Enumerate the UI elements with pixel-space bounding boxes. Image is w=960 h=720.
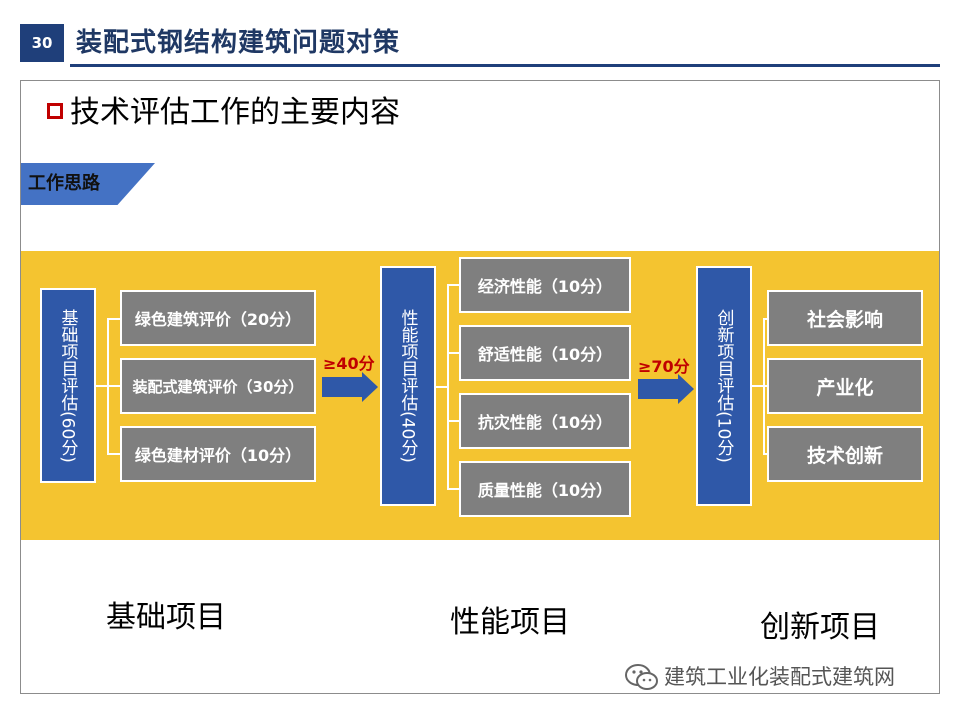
connector-line: [447, 352, 459, 354]
basic-item-green-building: 绿色建筑评价（20分）: [120, 290, 316, 346]
page-title: 装配式钢结构建筑问题对策: [76, 28, 401, 58]
performance-evaluation-title: 性能项目评估(40分): [397, 309, 418, 463]
threshold-label-40: ≥40分: [323, 354, 375, 373]
connector-line: [107, 385, 120, 387]
connector-line: [96, 385, 108, 387]
section-subtitle: 技术评估工作的主要内容: [70, 95, 400, 130]
connector-line: [763, 453, 768, 455]
connector-line: [763, 385, 768, 387]
innovation-item-industrialization: 产业化: [767, 358, 923, 414]
arrow-right-icon: [362, 372, 378, 402]
basic-evaluation-box: 基础项目评估(60分): [40, 288, 96, 483]
connector-line: [447, 420, 459, 422]
performance-item-quality: 质量性能（10分）: [459, 461, 631, 517]
threshold-label-70: ≥70分: [638, 357, 690, 376]
connector-line: [752, 385, 764, 387]
connector-line: [447, 488, 459, 490]
connector-line: [107, 318, 120, 320]
innovation-evaluation-box: 创新项目评估(10分): [696, 266, 752, 506]
basic-item-prefab-building: 装配式建筑评价（30分）: [120, 358, 316, 414]
bottom-label-basic: 基础项目: [106, 600, 226, 635]
connector-line: [447, 284, 459, 286]
performance-item-disaster-resistance: 抗灾性能（10分）: [459, 393, 631, 449]
wechat-icon: [625, 664, 658, 690]
square-bullet-icon: [47, 103, 63, 119]
innovation-item-tech-innovation: 技术创新: [767, 426, 923, 482]
watermark-text: 建筑工业化装配式建筑网: [664, 665, 895, 689]
arrow-shaft: [638, 379, 678, 399]
connector-line: [763, 318, 768, 320]
basic-evaluation-title: 基础项目评估(60分): [57, 308, 78, 463]
connector-line: [436, 386, 448, 388]
section-tab-label: 工作思路: [28, 173, 100, 194]
basic-item-green-material: 绿色建材评价（10分）: [120, 426, 316, 482]
innovation-evaluation-title: 创新项目评估(10分): [713, 309, 734, 463]
bottom-label-innovation: 创新项目: [760, 610, 880, 645]
bottom-label-performance: 性能项目: [450, 605, 570, 640]
content-frame: [20, 80, 940, 694]
connector-line: [447, 284, 449, 490]
performance-evaluation-box: 性能项目评估(40分): [380, 266, 436, 506]
header-divider: [70, 64, 940, 67]
arrow-right-icon: [678, 374, 694, 404]
page-number-badge: 30: [20, 24, 64, 62]
innovation-item-social-impact: 社会影响: [767, 290, 923, 346]
performance-item-comfort: 舒适性能（10分）: [459, 325, 631, 381]
connector-line: [107, 453, 120, 455]
performance-item-economic: 经济性能（10分）: [459, 257, 631, 313]
arrow-shaft: [322, 377, 362, 397]
